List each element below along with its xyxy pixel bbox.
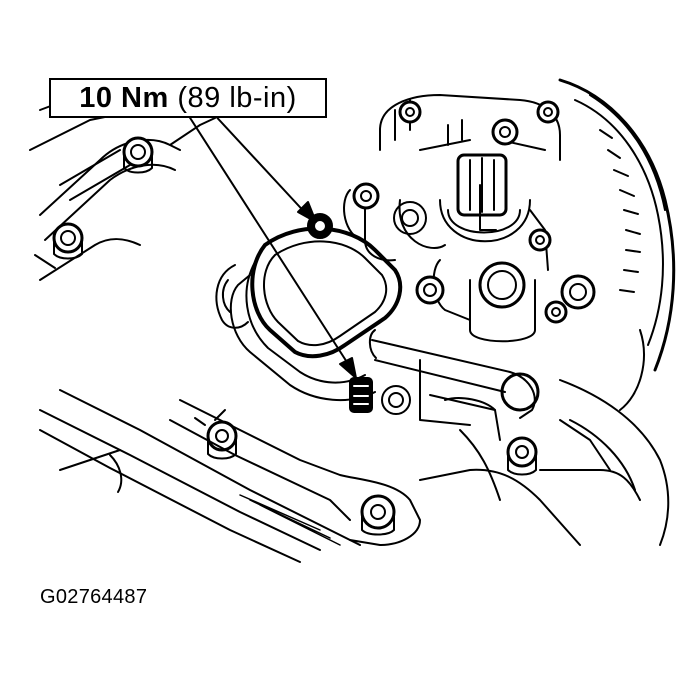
upper-bolts [352, 100, 596, 324]
cover-housing [215, 226, 403, 402]
lower-casing [39, 389, 641, 563]
solenoid-cluster [343, 94, 561, 343]
bell-housing [558, 78, 676, 546]
torque-unit: Nm [121, 81, 169, 114]
shift-shaft [368, 329, 540, 441]
torque-secondary: (89 lb-in) [177, 81, 297, 114]
lower-bolts [206, 420, 538, 536]
bracket-bolt-upper [122, 136, 154, 174]
bracket-bolt-lower [52, 222, 84, 260]
torque-callout: 10 Nm (89 lb-in) [49, 78, 327, 118]
figure-id: G02764487 [40, 586, 148, 608]
left-bracket [29, 94, 216, 281]
torque-bolt-lower [349, 377, 411, 415]
callout-leaders [184, 109, 357, 379]
torque-value: 10 [79, 81, 113, 114]
